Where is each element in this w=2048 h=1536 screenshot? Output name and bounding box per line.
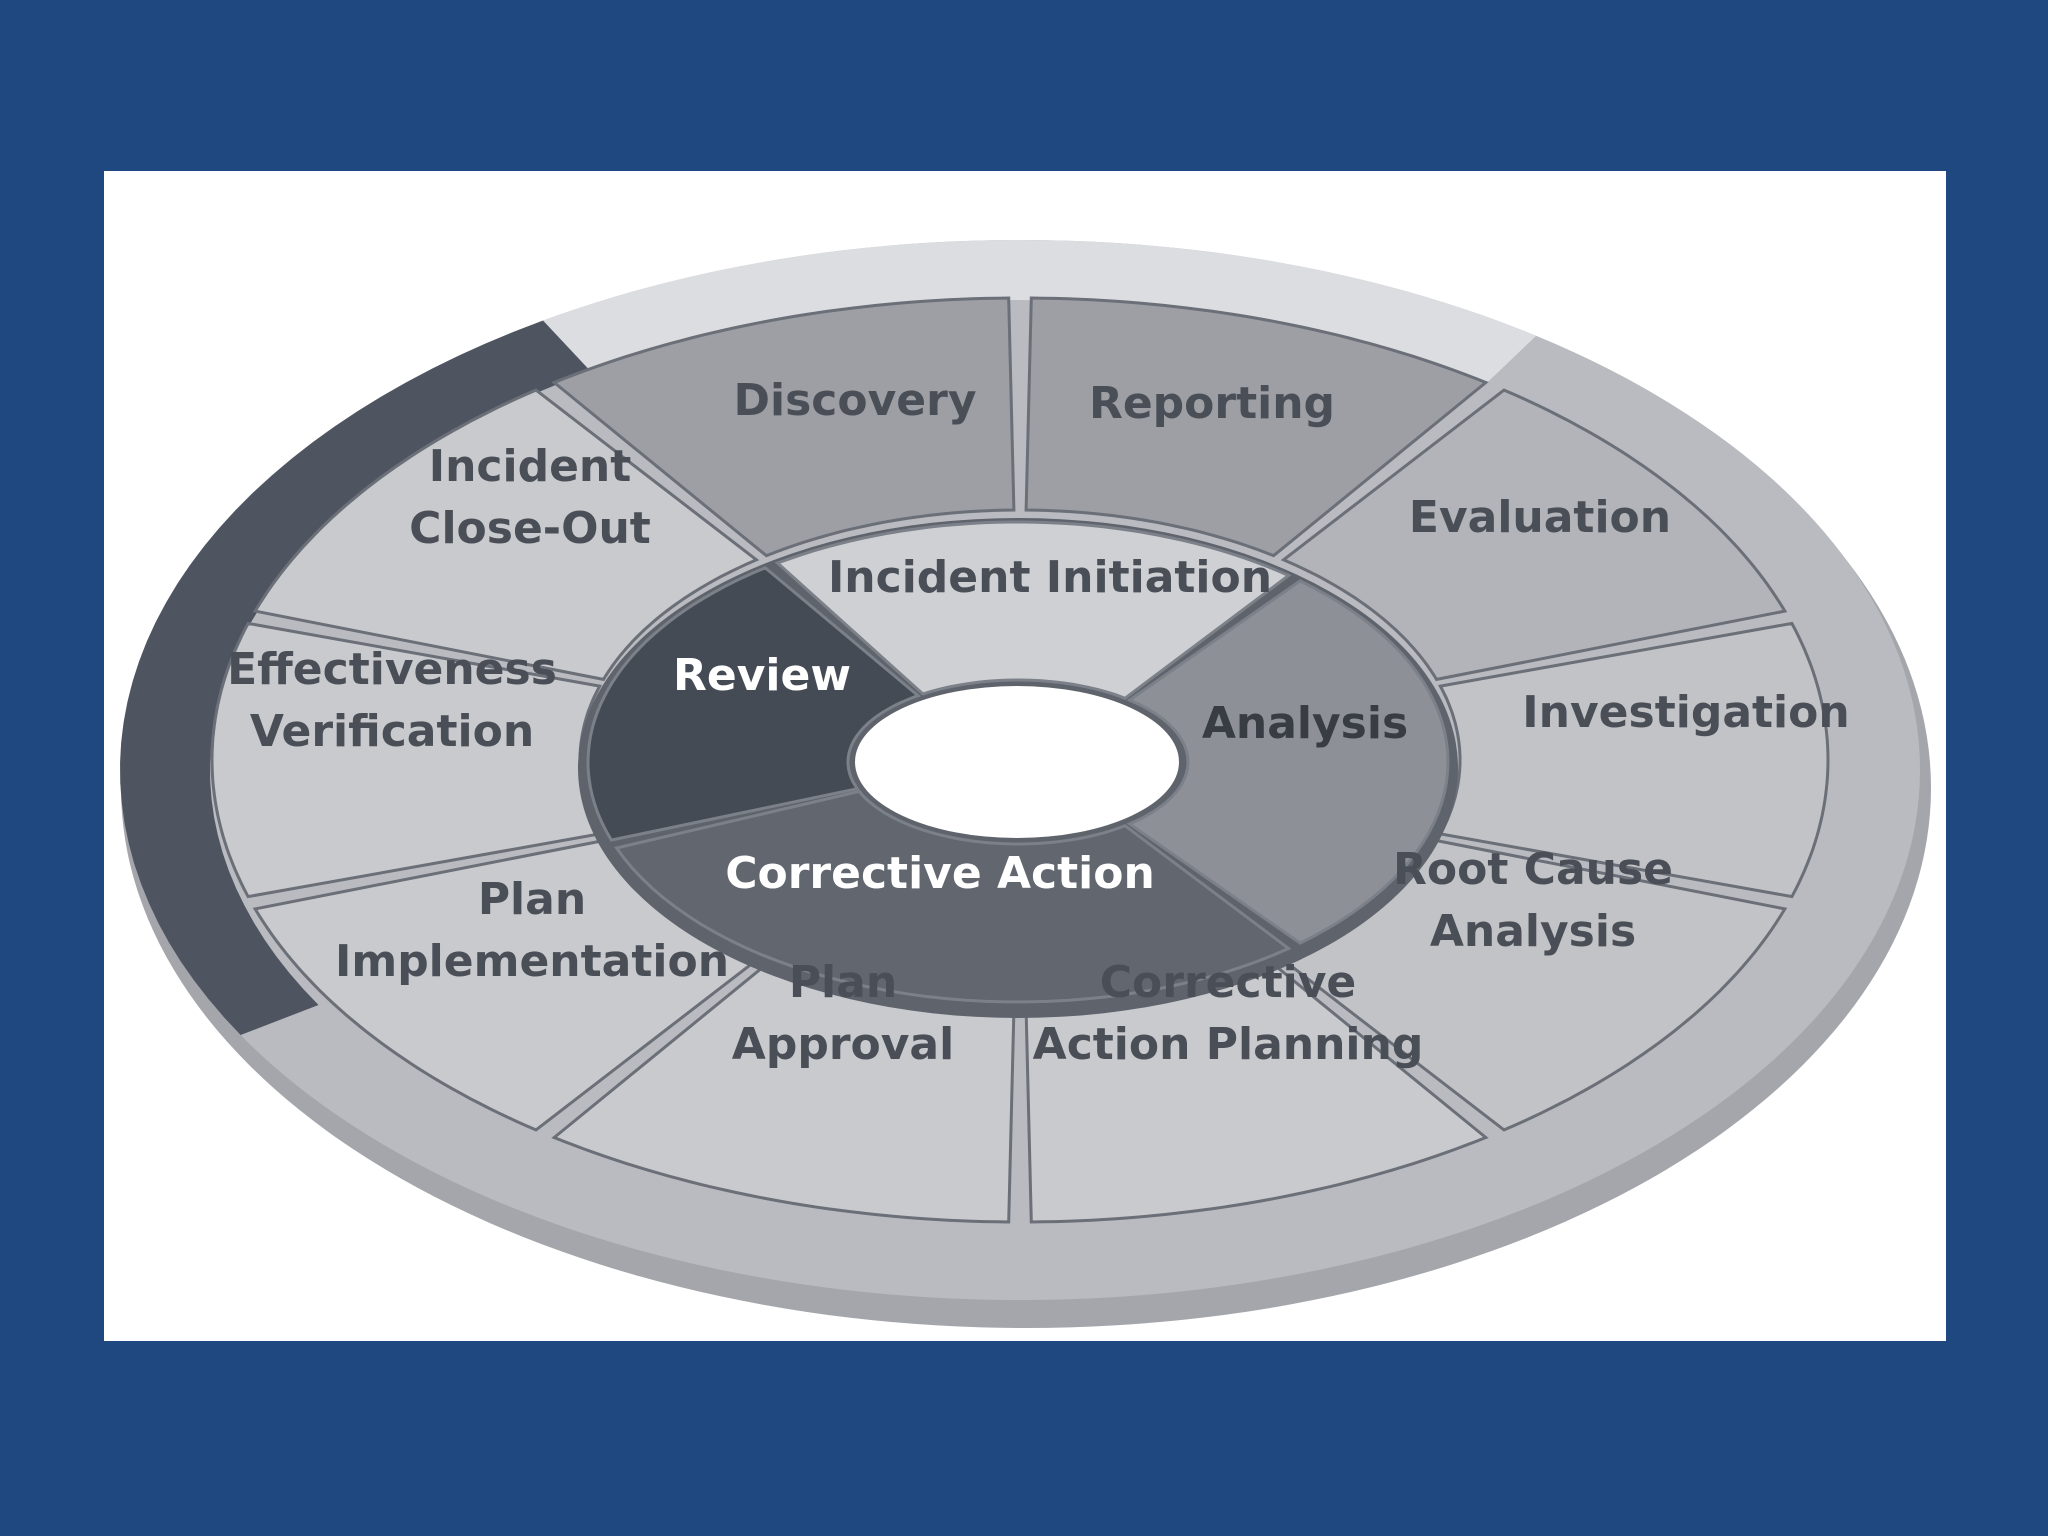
label-incident-initiation: Incident Initiation: [828, 552, 1272, 603]
label-effectiveness-verification-line-2: Verification: [250, 706, 534, 757]
inner-segment-incident-initiation: [774, 520, 1292, 700]
inner-segment-corrective-action: [614, 789, 1292, 1004]
outer-segment-incident-close-out: [252, 388, 760, 682]
center-hole: [855, 686, 1179, 838]
label-incident-close-out-line-2: Close-Out: [409, 503, 651, 554]
inner-segment-review: [586, 566, 922, 842]
outer-ring: [210, 296, 1830, 1224]
label-discovery-line-1: Discovery: [733, 375, 976, 426]
label-corrective-action: Corrective Action: [725, 848, 1155, 899]
label-incident-close-out-line-1: Incident: [429, 441, 632, 492]
label-root-cause-analysis-line-1: Root Cause: [1393, 844, 1673, 895]
label-evaluation-line-1: Evaluation: [1409, 492, 1671, 543]
outer-segment-reporting: [1024, 296, 1489, 558]
outer-segment-evaluation: [1280, 388, 1788, 682]
label-analysis: Analysis: [1202, 698, 1408, 749]
diagram-labels: Discovery ReportingEvaluationInvestigatio…: [227, 375, 1850, 1070]
inner-ring: [578, 518, 1458, 1018]
label-review: Review: [673, 650, 851, 701]
label-corrective-action-planning-line-2: Action Planning: [1033, 1019, 1424, 1070]
label-investigation-line-1: Investigation: [1522, 687, 1849, 738]
rim-light-arc: [543, 240, 1537, 385]
label-plan-implementation-line-2: Implementation: [335, 936, 729, 987]
label-root-cause-analysis-line-2: Analysis: [1430, 906, 1636, 957]
rim-dark-arc: [120, 320, 591, 1035]
label-effectiveness-verification-line-1: Effectiveness: [227, 644, 557, 695]
label-plan-approval-line-1: Plan: [789, 957, 897, 1008]
label-plan-implementation-line-1: Plan: [478, 874, 586, 925]
outer-segment-discovery: [551, 296, 1016, 558]
label-corrective-action-planning-line-1: Corrective: [1100, 957, 1356, 1008]
label-plan-approval-line-2: Approval: [732, 1019, 954, 1070]
inner-segment-analysis: [1126, 579, 1450, 945]
label-reporting-line-1: Reporting: [1089, 378, 1335, 429]
